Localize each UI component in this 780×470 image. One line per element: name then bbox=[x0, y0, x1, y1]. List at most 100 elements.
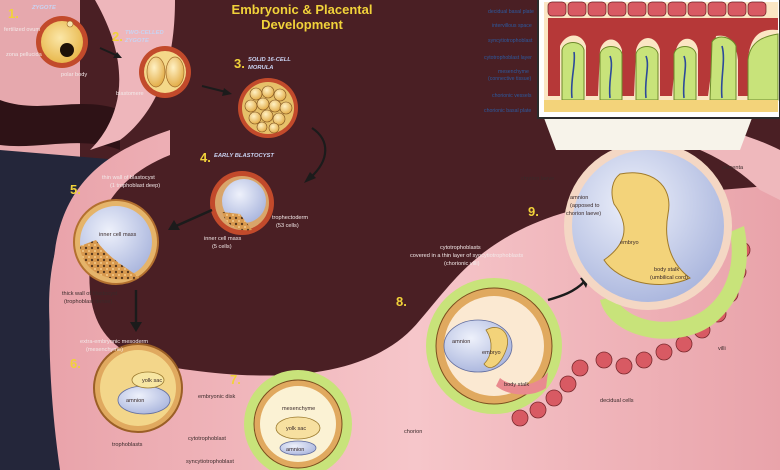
stage-5-blastocyst: 5. thin wall of blastocyst (1 trophoblas… bbox=[62, 175, 160, 305]
label-amnion-6: amnion bbox=[126, 398, 144, 404]
label-extra-mesoderm-desc: (mesenchyme) bbox=[86, 347, 123, 353]
inset-label-chorionic-plate: chorionic basal plate bbox=[484, 108, 531, 114]
stage-6-number: 6. bbox=[70, 356, 81, 371]
label-mesenchyme-7: mesenchyme bbox=[282, 406, 315, 412]
ovum-shape bbox=[41, 21, 83, 63]
label-embryo-8: embryo bbox=[482, 350, 501, 356]
label-thick-wall-desc: (trophoblast dense) bbox=[64, 299, 112, 305]
stage-4-number: 4. bbox=[200, 150, 211, 165]
stage-5-number: 5. bbox=[70, 182, 81, 197]
blastomere-right bbox=[165, 56, 185, 88]
stage-8-number: 8. bbox=[396, 294, 407, 309]
inset-label-mesenchyme: mesenchyme bbox=[498, 69, 529, 75]
arrow-2-3 bbox=[201, 85, 227, 93]
label-yolk-sac-6: yolk sac bbox=[142, 378, 162, 384]
label-cytotrophoblast-7: cytotrophoblast bbox=[188, 436, 226, 442]
stage-1-name: ZYGOTE bbox=[31, 5, 57, 11]
decidua-8 bbox=[496, 372, 548, 395]
inset-label-vessels: chorionic vessels bbox=[492, 93, 532, 99]
label-body-stalk-8: body stalk bbox=[504, 382, 529, 388]
label-amnion-9: amnion bbox=[570, 195, 588, 201]
stage-2-number: 2. bbox=[112, 29, 123, 44]
inset-intervillous-space bbox=[548, 18, 778, 96]
label-placenta: placenta bbox=[722, 165, 744, 171]
label-trophoblasts: trophoblasts bbox=[112, 442, 143, 448]
inset-label-cyto: cytotrophoblast layer bbox=[484, 55, 532, 61]
label-chorionic-villi: (chorionic villi) bbox=[444, 261, 480, 267]
stage-4-name: EARLY BLASTOCYST bbox=[214, 153, 274, 159]
label-thin-wall-desc: (1 trophoblast deep) bbox=[110, 183, 160, 189]
label-amnion-9-apposed: (apposed to bbox=[570, 203, 600, 209]
yolk-sac-6 bbox=[131, 371, 165, 389]
label-syncytiotrophoblast-7: syncytiotrophoblast bbox=[186, 459, 234, 465]
stage-7-number: 7. bbox=[230, 372, 241, 387]
inset-label-intervillous: intervillous space bbox=[492, 23, 532, 29]
stage-6-implanting-blastocyst: 6. extra-embryonic mesoderm (mesenchyme)… bbox=[70, 339, 236, 448]
morula-cells bbox=[244, 85, 293, 134]
arrow-head-5-6 bbox=[130, 322, 142, 332]
label-amnion-9-laeve: chorion laeve) bbox=[566, 211, 601, 217]
dark-cavity bbox=[0, 100, 120, 150]
inset-label-connective: (connective tissue) bbox=[488, 76, 532, 82]
arrow-4-5 bbox=[175, 208, 213, 228]
label-villi: villi bbox=[718, 346, 726, 352]
background-shadow bbox=[0, 150, 120, 470]
label-blastomere: blastomere bbox=[116, 91, 144, 97]
label-inner-cell-mass-5: inner cell mass bbox=[99, 232, 137, 238]
upper-wall bbox=[90, 0, 175, 150]
title-line1: Embryonic & Placental bbox=[232, 2, 373, 17]
label-decidual-cells: decidual cells bbox=[600, 398, 634, 404]
stage-3-morula: 3. SOLID 16-CELL MORULA bbox=[201, 56, 298, 138]
embryo-8 bbox=[483, 327, 508, 368]
stage-1-number: 1. bbox=[8, 6, 19, 21]
icm-5-shape bbox=[80, 240, 140, 280]
arrow-head-2-3 bbox=[222, 88, 232, 96]
arrow-head-3-4 bbox=[304, 172, 316, 183]
inset-chorionic-plate bbox=[544, 100, 778, 112]
stage-1-zygote: 1. ZYGOTE fertilized ovum zona pellucida… bbox=[4, 5, 88, 78]
arrow-head-1-2 bbox=[113, 52, 122, 58]
blastocoel bbox=[222, 179, 266, 223]
label-amnion-8: amnion bbox=[452, 339, 470, 345]
yolk-sac-7 bbox=[275, 416, 321, 440]
label-trophectoderm-count: (53 cells) bbox=[276, 223, 299, 229]
stage-2-name2: ZYGOTE bbox=[124, 38, 150, 44]
label-cyto-covered: cytotrophoblasts bbox=[440, 245, 481, 251]
label-polar-body: polar body bbox=[61, 72, 87, 78]
pronucleus bbox=[60, 43, 74, 57]
label-amnion-7: amnion bbox=[286, 447, 304, 453]
title-line2: Development bbox=[261, 17, 343, 32]
stage-3-name: SOLID 16-CELL bbox=[248, 57, 291, 63]
inset-label-list: decidual basal plate intervillous space … bbox=[484, 9, 534, 114]
placenta-inset: decidual basal plate intervillous space … bbox=[484, 0, 780, 150]
polar-body-shape bbox=[66, 20, 74, 28]
stage-7-bilaminar: 7. mesenchyme yolk sac amnion cytotropho… bbox=[186, 370, 352, 470]
label-cyto-covered-desc: covered in a thin layer of syncytiotroph… bbox=[410, 253, 523, 259]
inset-label-decidual: decidual basal plate bbox=[488, 9, 534, 15]
stage-9-placenta: 9. amnion (apposed to chorion laeve) emb… bbox=[521, 142, 747, 339]
stage-3-name2: MORULA bbox=[248, 65, 273, 71]
label-zona-pellucida: zona pellucida bbox=[6, 52, 43, 58]
stage-9-number: 9. bbox=[528, 204, 539, 219]
inset-label-syncytio: syncytiotrophoblast bbox=[488, 38, 533, 44]
embryo-9 bbox=[603, 172, 691, 285]
blastomere-left bbox=[146, 56, 166, 88]
label-chorion-laeve: chorion laeve bbox=[521, 176, 554, 182]
label-yolk-sac-7: yolk sac bbox=[286, 426, 306, 432]
label-extra-mesoderm: extra-embryonic mesoderm bbox=[80, 339, 148, 345]
label-body-stalk-9: body stalk bbox=[654, 267, 679, 273]
label-icm-4-count: (5 cells) bbox=[212, 244, 232, 250]
stage-8-chorionic-villi: 8. cytotrophoblasts covered in a thin la… bbox=[396, 245, 562, 435]
stage-2-name: TWO-CELLED bbox=[125, 30, 164, 36]
arrow-head-4-5 bbox=[168, 220, 180, 230]
stage-4-early-blastocyst: 4. EARLY BLASTOCYST trophectoderm (53 ce… bbox=[200, 150, 308, 250]
icm-4-shape bbox=[222, 212, 252, 231]
arrow-8-9 bbox=[547, 281, 585, 302]
label-trophectoderm: trophectoderm bbox=[272, 215, 308, 221]
label-fertilized-ovum: fertilized ovum bbox=[4, 27, 40, 33]
arrow-1-2 bbox=[99, 47, 119, 57]
inset-chorionic-vessels bbox=[570, 45, 725, 99]
arrow-3-4 bbox=[309, 127, 327, 179]
